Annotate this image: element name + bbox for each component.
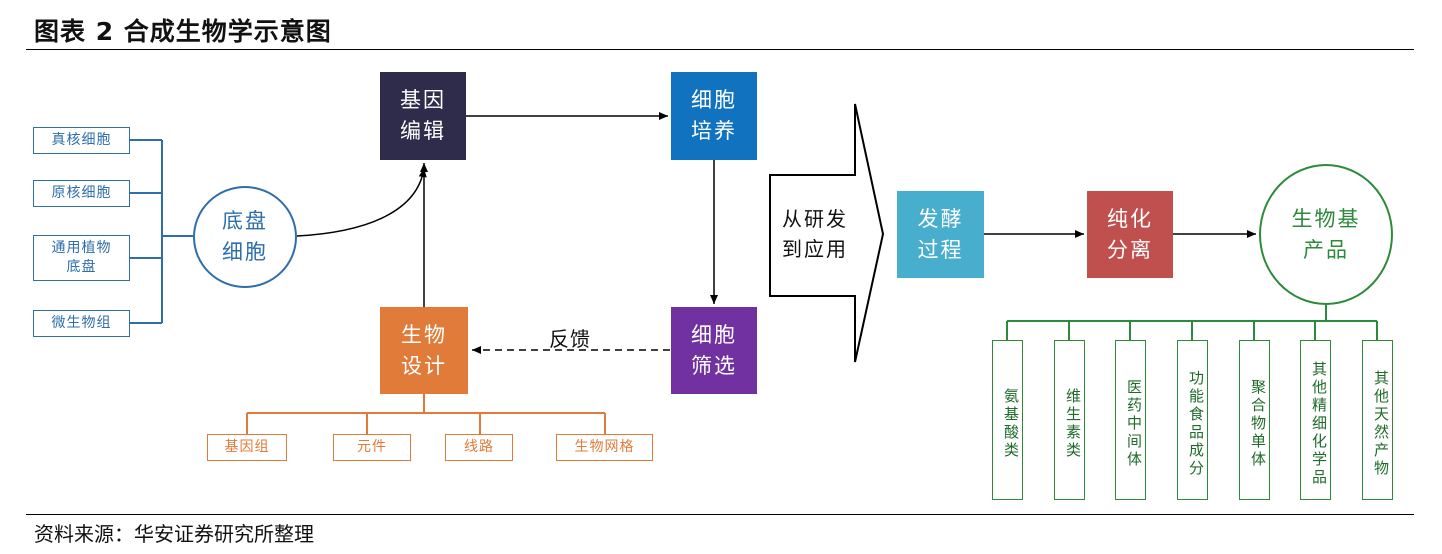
design-item-element: 元件 bbox=[333, 434, 411, 461]
design-item-genome: 基因组 bbox=[207, 434, 287, 461]
chassis-item-eukaryotic: 真核细胞 bbox=[33, 127, 130, 154]
purification-node: 纯化 分离 bbox=[1087, 191, 1173, 278]
gene-edit-node: 基因 编辑 bbox=[380, 72, 466, 160]
cell-culture-node: 细胞 培养 bbox=[671, 72, 757, 160]
rnd-to-application-label: 从研发 到应用 bbox=[782, 207, 848, 261]
source-note: 资料来源：华安证券研究所整理 bbox=[34, 522, 314, 546]
bio-design-node: 生物 设计 bbox=[380, 307, 468, 394]
bottom-rule bbox=[26, 514, 1414, 515]
fermentation-node: 发酵 过程 bbox=[897, 191, 984, 278]
product-vitamins: 维生素类 bbox=[1054, 340, 1085, 500]
chassis-item-plant: 通用植物 底盘 bbox=[33, 235, 130, 281]
product-amino-acids: 氨基酸类 bbox=[992, 340, 1023, 500]
chassis-item-microbiome: 微生物组 bbox=[33, 310, 130, 337]
design-bracket bbox=[246, 393, 606, 434]
product-pharma-intermediates: 医药中间体 bbox=[1115, 340, 1146, 500]
product-polymer-monomers: 聚合物单体 bbox=[1239, 340, 1270, 500]
product-fine-chemicals: 其他精细化学品 bbox=[1300, 340, 1331, 500]
cell-screen-node: 细胞 筛选 bbox=[671, 307, 757, 394]
chassis-bracket bbox=[130, 139, 193, 324]
chassis-item-prokaryotic: 原核细胞 bbox=[33, 180, 130, 207]
big-arrow-shape bbox=[769, 103, 885, 363]
product-natural-products: 其他天然产物 bbox=[1362, 340, 1393, 500]
feedback-label: 反馈 bbox=[549, 327, 591, 351]
chassis-cell-node: 底盘 细胞 bbox=[193, 186, 297, 288]
product-bracket bbox=[1006, 305, 1378, 340]
design-item-network: 生物网格 bbox=[556, 434, 653, 461]
figure-title: 图表 2 合成生物学示意图 bbox=[34, 17, 332, 46]
chassis-to-edit-arrow bbox=[296, 167, 427, 237]
product-functional-food: 功能食品成分 bbox=[1177, 340, 1208, 500]
top-rule bbox=[26, 49, 1414, 50]
bio-product-node: 生物基 产品 bbox=[1259, 164, 1393, 305]
design-item-circuit: 线路 bbox=[445, 434, 513, 461]
